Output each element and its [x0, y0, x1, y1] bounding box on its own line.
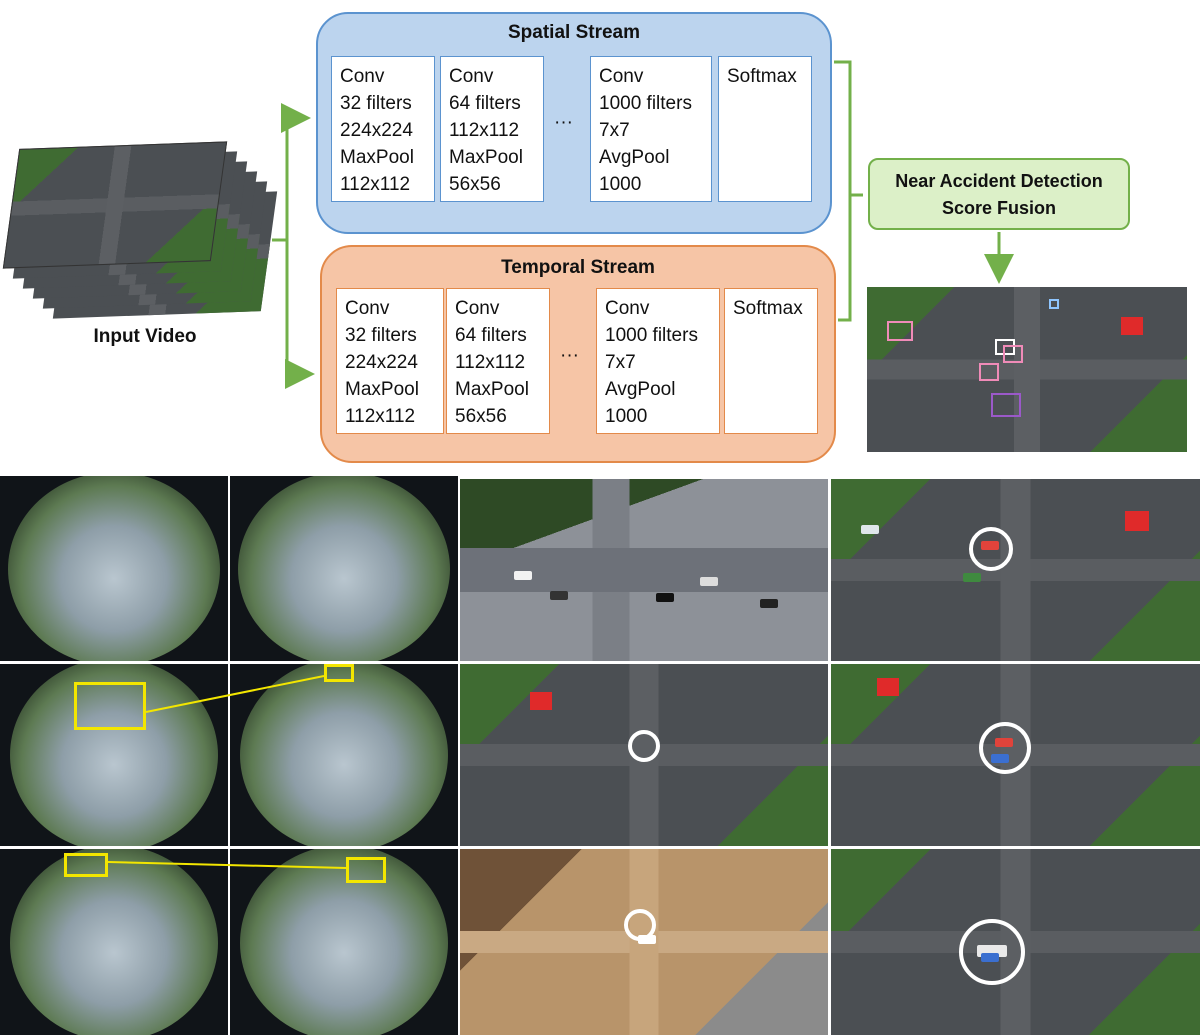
detection-box — [1049, 299, 1059, 309]
fisheye-frame — [0, 476, 228, 661]
detection-output-image — [867, 287, 1187, 452]
score-fusion-box: Near Accident Detection Score Fusion — [868, 158, 1130, 230]
red-roof-building — [530, 692, 552, 710]
split-arrow — [285, 240, 315, 389]
fisheye-frame — [230, 849, 458, 1035]
fisheye-frame — [230, 476, 458, 661]
aerial-frame-sim — [460, 664, 828, 846]
temporal-layer-1: Conv 32 filters 224x224 MaxPool 112x112 — [336, 288, 444, 434]
temporal-stream-title: Temporal Stream — [501, 257, 655, 278]
detection-box — [995, 339, 1015, 355]
red-roof-building — [1121, 317, 1143, 335]
tracked-vehicle-box — [346, 857, 386, 883]
detection-box — [979, 363, 999, 381]
temporal-layer-3: Conv 1000 filters 7x7 AvgPool 1000 — [596, 288, 720, 434]
spatial-layer-softmax: Softmax — [718, 56, 812, 202]
accident-highlight-ring — [628, 730, 660, 762]
temporal-layer-2: Conv 64 filters 112x112 MaxPool 56x56 — [446, 288, 550, 434]
fisheye-frame — [0, 849, 228, 1035]
accident-highlight-ring — [959, 919, 1025, 985]
spatial-layer-2: Conv 64 filters 112x112 MaxPool 56x56 — [440, 56, 544, 202]
tracked-vehicle-box — [324, 664, 354, 682]
connector-arrows — [272, 60, 1014, 389]
tracked-vehicle-box — [64, 853, 108, 877]
accident-highlight-ring — [969, 527, 1013, 571]
red-roof-building — [1125, 511, 1149, 531]
fusion-title-line2: Score Fusion — [941, 198, 1057, 218]
accident-highlight-ring — [979, 722, 1031, 774]
detection-box — [887, 321, 913, 341]
input-video-label: Input Video — [93, 326, 197, 347]
detection-box — [991, 393, 1021, 417]
aerial-frame-sim — [831, 849, 1200, 1035]
temporal-stream-panel: Temporal Stream Conv 32 filters 224x224 … — [320, 245, 836, 463]
temporal-ellipsis: ··· — [560, 345, 579, 366]
spatial-layer-1: Conv 32 filters 224x224 MaxPool 112x112 — [331, 56, 435, 202]
merge-connector — [838, 195, 852, 322]
split-arrow — [272, 103, 311, 242]
merge-connector — [834, 60, 863, 197]
aerial-frame-real — [460, 479, 828, 661]
aerial-frame-sim — [831, 479, 1200, 661]
spatial-layer-3: Conv 1000 filters 7x7 AvgPool 1000 — [590, 56, 712, 202]
fusion-title-line1: Near Accident Detection — [895, 171, 1103, 191]
fisheye-frame — [0, 664, 228, 846]
aerial-frame-sim — [831, 664, 1200, 846]
temporal-layer-softmax: Softmax — [724, 288, 818, 434]
tracking-lines — [107, 675, 347, 869]
aerial-frame-sim — [460, 849, 828, 1035]
spatial-stream-title: Spatial Stream — [508, 22, 640, 43]
red-roof-building — [877, 678, 899, 696]
fisheye-frame — [230, 664, 458, 846]
spatial-stream-panel: Spatial Stream Conv 32 filters 224x224 M… — [316, 12, 832, 234]
detection-box — [1003, 345, 1023, 363]
spatial-ellipsis: ··· — [554, 112, 573, 133]
tracked-vehicle-box — [74, 682, 146, 730]
